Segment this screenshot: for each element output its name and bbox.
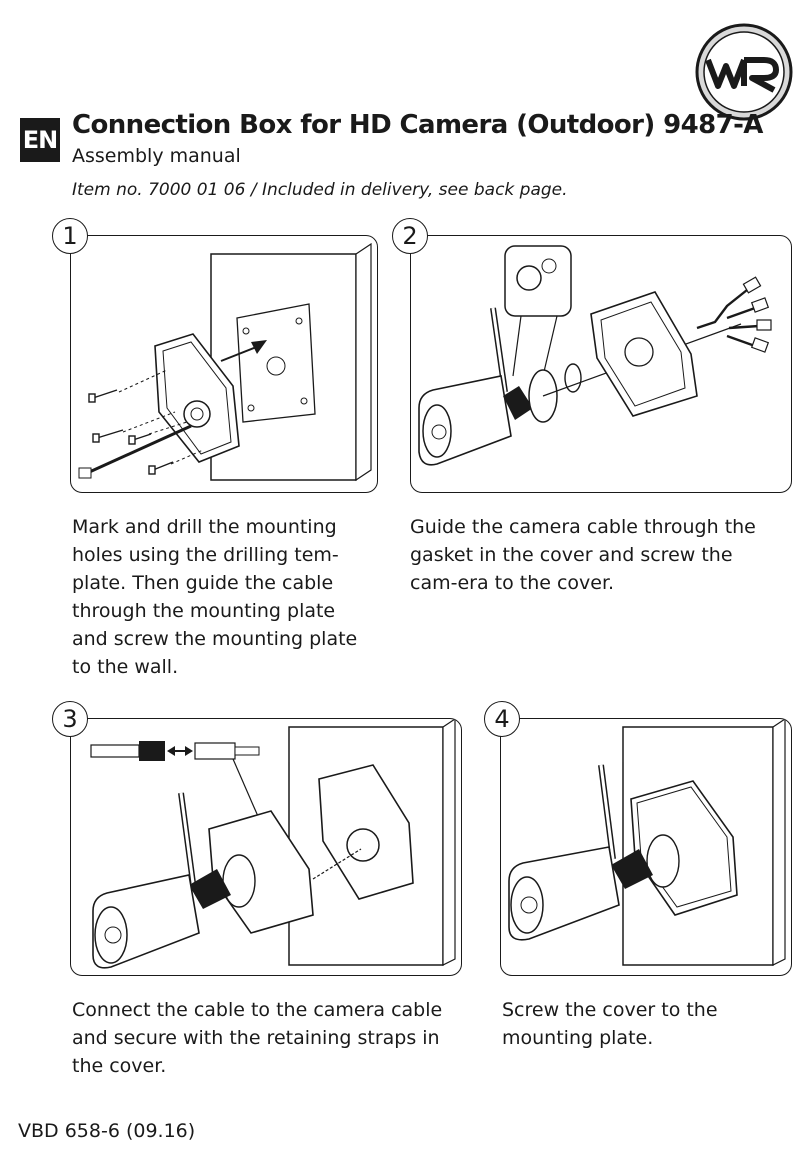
page-subtitle: Assembly manual	[72, 145, 241, 167]
step-3-illustration	[70, 718, 462, 976]
step-1-instructions: Mark and drill the mounting holes using …	[72, 516, 358, 678]
step-4-instructions: Screw the cover to the mounting plate.	[502, 999, 718, 1049]
step-number-3: 3	[52, 701, 88, 737]
step-number-1: 1	[52, 218, 88, 254]
page-title: Connection Box for HD Camera (Outdoor) 9…	[72, 110, 763, 140]
step-number-4: 4	[484, 701, 520, 737]
language-badge: EN	[20, 118, 60, 162]
step-3-instructions: Connect the cable to the camera cable an…	[72, 999, 443, 1077]
brand-logo	[695, 23, 793, 121]
step-1-illustration	[70, 235, 378, 493]
step-2-instructions: Guide the camera cable through the gaske…	[410, 516, 756, 594]
step-4-illustration	[500, 718, 792, 976]
document-code: VBD 658-6 (09.16)	[18, 1120, 196, 1142]
item-number-note: Item no. 7000 01 06 / Included in delive…	[72, 180, 568, 200]
step-2-illustration	[410, 235, 792, 493]
step-number-2: 2	[392, 218, 428, 254]
